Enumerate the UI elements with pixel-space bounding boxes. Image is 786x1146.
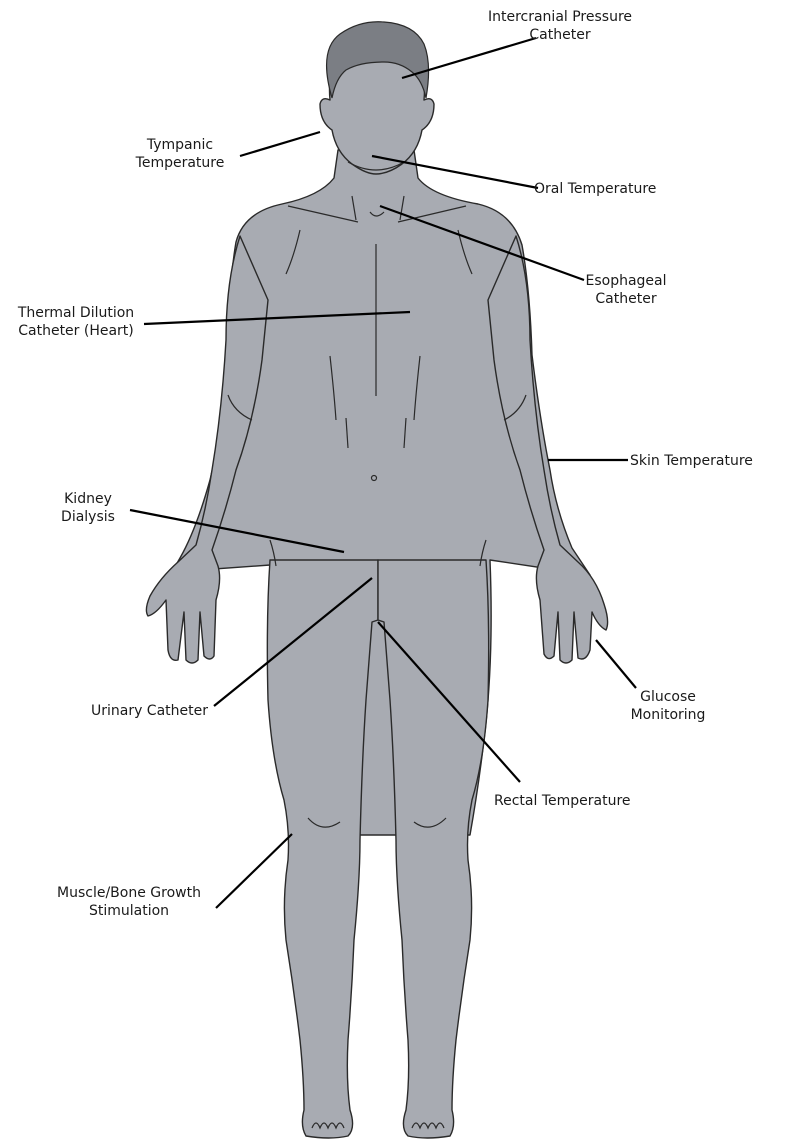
label-line: Oral Temperature (534, 180, 656, 198)
label-rectal-temperature: Rectal Temperature (494, 792, 631, 810)
label-thermal-dilution-catheter: Thermal Dilution Catheter (Heart) (6, 304, 146, 340)
label-line: Tympanic (124, 136, 236, 154)
label-skin-temperature: Skin Temperature (630, 452, 753, 470)
label-line: Skin Temperature (630, 452, 753, 470)
label-line: Catheter (576, 290, 676, 308)
label-line: Muscle/Bone Growth (42, 884, 216, 902)
label-line: Rectal Temperature (494, 792, 631, 810)
label-line: Glucose (620, 688, 716, 706)
label-intercranial-pressure-catheter: Intercranial Pressure Catheter (484, 8, 636, 44)
left-leg (267, 560, 378, 1138)
label-line: Esophageal (576, 272, 676, 290)
label-line: Dialysis (50, 508, 126, 526)
label-line: Temperature (124, 154, 236, 172)
label-line: Thermal Dilution (6, 304, 146, 322)
label-oral-temperature: Oral Temperature (534, 180, 656, 198)
label-line: Catheter (Heart) (6, 322, 146, 340)
label-line: Urinary Catheter (60, 702, 208, 720)
right-leg (378, 560, 489, 1138)
label-urinary-catheter: Urinary Catheter (60, 702, 208, 720)
label-kidney-dialysis: Kidney Dialysis (50, 490, 126, 526)
label-line: Catheter (484, 26, 636, 44)
label-line: Monitoring (620, 706, 716, 724)
label-glucose-monitoring: Glucose Monitoring (620, 688, 716, 724)
label-muscle-bone-growth-stimulation: Muscle/Bone Growth Stimulation (42, 884, 216, 920)
leader-glucose (596, 640, 636, 688)
label-line: Kidney (50, 490, 126, 508)
label-line: Intercranial Pressure (484, 8, 636, 26)
label-tympanic-temperature: Tympanic Temperature (124, 136, 236, 172)
label-esophageal-catheter: Esophageal Catheter (576, 272, 676, 308)
leader-muscle (216, 834, 292, 908)
leader-tympanic (240, 132, 320, 156)
label-line: Stimulation (42, 902, 216, 920)
